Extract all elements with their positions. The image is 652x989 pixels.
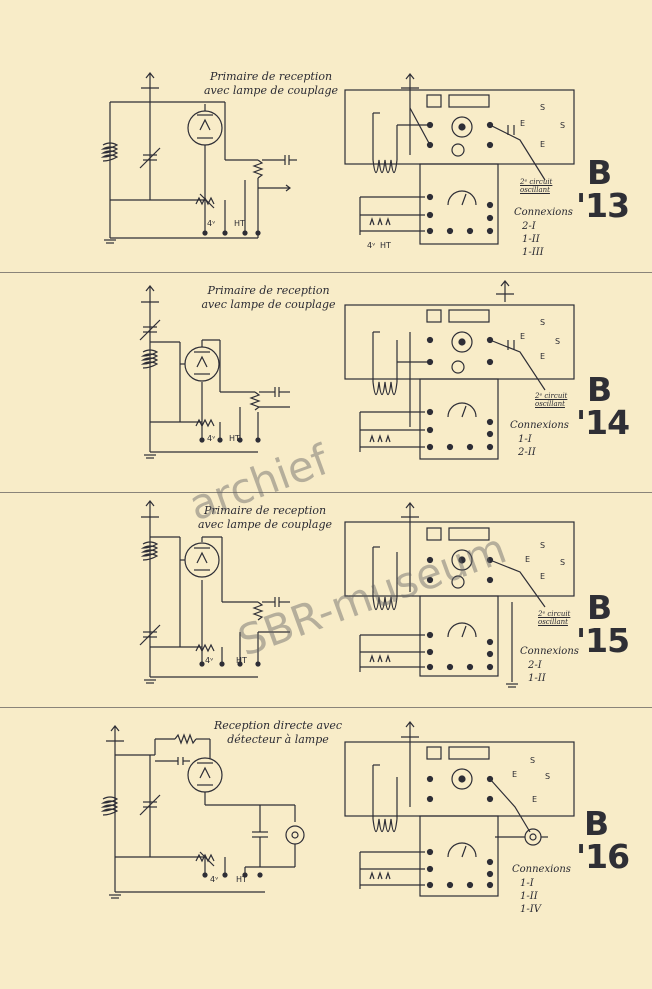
code-letter: B (584, 804, 609, 843)
connexions-list: Connexions 2-I 1-II (520, 645, 579, 685)
label-4v: 4ᵛ (210, 875, 219, 884)
code-number: '13 (576, 186, 630, 225)
connexions-header: Connexions (520, 646, 579, 657)
label-e: E (512, 770, 518, 779)
code-number: '14 (576, 403, 630, 442)
connexion-item: 1-I (518, 434, 532, 445)
label-e-2: E (540, 352, 546, 361)
schematic-b15 (139, 500, 575, 688)
title-line-2: avec lampe de couplage (201, 298, 336, 311)
label-4v: 4ᵛ (207, 434, 216, 443)
connexions-list: Connexions 1-I 1-II 1-IV (512, 863, 571, 916)
section-title: Primaire de reception avec lampe de coup… (186, 284, 351, 312)
label-circuit: 2ᵉ circuit oscillant (535, 392, 568, 408)
connexion-item: 1-II (520, 891, 538, 902)
connexion-item: 1-I (520, 878, 534, 889)
section-divider (0, 272, 652, 273)
label-4v-panel: 4ᵛ (367, 241, 376, 250)
watermark-line-2: SBR-museum (231, 523, 513, 666)
label-ht: HT (236, 656, 247, 665)
code-letter: B (587, 588, 612, 627)
code-letter: B (587, 153, 612, 192)
schematic-b14 (139, 280, 575, 460)
schematic-b13 (100, 72, 575, 245)
connexion-item: 1-II (522, 234, 540, 245)
label-e-2: E (540, 572, 546, 581)
connexions-header: Connexions (512, 864, 571, 875)
label-ht-panel: HT (380, 241, 391, 250)
title-line-1: Primaire de reception (209, 70, 333, 83)
code-letter: B (587, 370, 612, 409)
code-number: '16 (576, 837, 630, 876)
label-e: E (520, 332, 526, 341)
title-line-2: avec lampe de couplage (197, 518, 333, 531)
label-s-2: S (555, 337, 561, 346)
title-line-1: Reception directe avec (213, 719, 342, 732)
label-s: S (540, 318, 546, 327)
code-number: '15 (576, 621, 630, 660)
schematic-b16 (100, 721, 575, 899)
title-line-1: Primaire de reception (203, 504, 327, 517)
label-circuit: 2ᵉ circuit oscillant (520, 178, 553, 194)
connexion-item: 2-I (528, 660, 542, 671)
label-s: S (540, 541, 546, 550)
label-s: S (530, 756, 536, 765)
section-divider (0, 492, 652, 493)
watermark-line-1: archief (182, 434, 335, 531)
section-title: Reception directe avec détecteur à lampe (198, 719, 358, 747)
label-s-2: S (560, 121, 566, 130)
label-e-2: E (532, 795, 538, 804)
connexions-header: Connexions (510, 420, 569, 431)
connexion-item: 1-IV (520, 904, 541, 915)
section-title: Primaire de reception avec lampe de coup… (186, 70, 356, 98)
label-4v: 4ᵛ (205, 656, 214, 665)
connexion-item: 1-III (522, 247, 544, 258)
title-line-2: détecteur à lampe (227, 733, 329, 746)
section-title: Primaire de reception avec lampe de coup… (180, 504, 350, 532)
title-line-2: avec lampe de couplage (203, 84, 339, 97)
connexions-list: Connexions 2-I 1-II 1-III (514, 206, 573, 259)
label-ht: HT (229, 434, 240, 443)
label-s-2: S (545, 772, 551, 781)
label-s-2: S (560, 558, 566, 567)
label-ht: HT (236, 875, 247, 884)
label-circuit: 2ᵉ circuit oscillant (538, 610, 571, 626)
label-e: E (520, 119, 526, 128)
label-s: S (540, 103, 546, 112)
title-line-1: Primaire de reception (207, 284, 330, 297)
connexion-item: 2-II (518, 447, 536, 458)
connexions-list: Connexions 1-I 2-II (510, 419, 569, 459)
label-ht: HT (234, 219, 245, 228)
connexion-item: 1-II (528, 673, 546, 684)
label-e-2: E (540, 140, 546, 149)
connexion-item: 2-I (522, 221, 536, 232)
label-e: E (525, 555, 531, 564)
connexions-header: Connexions (514, 207, 573, 218)
section-divider (0, 707, 652, 708)
label-4v: 4ᵛ (207, 219, 216, 228)
